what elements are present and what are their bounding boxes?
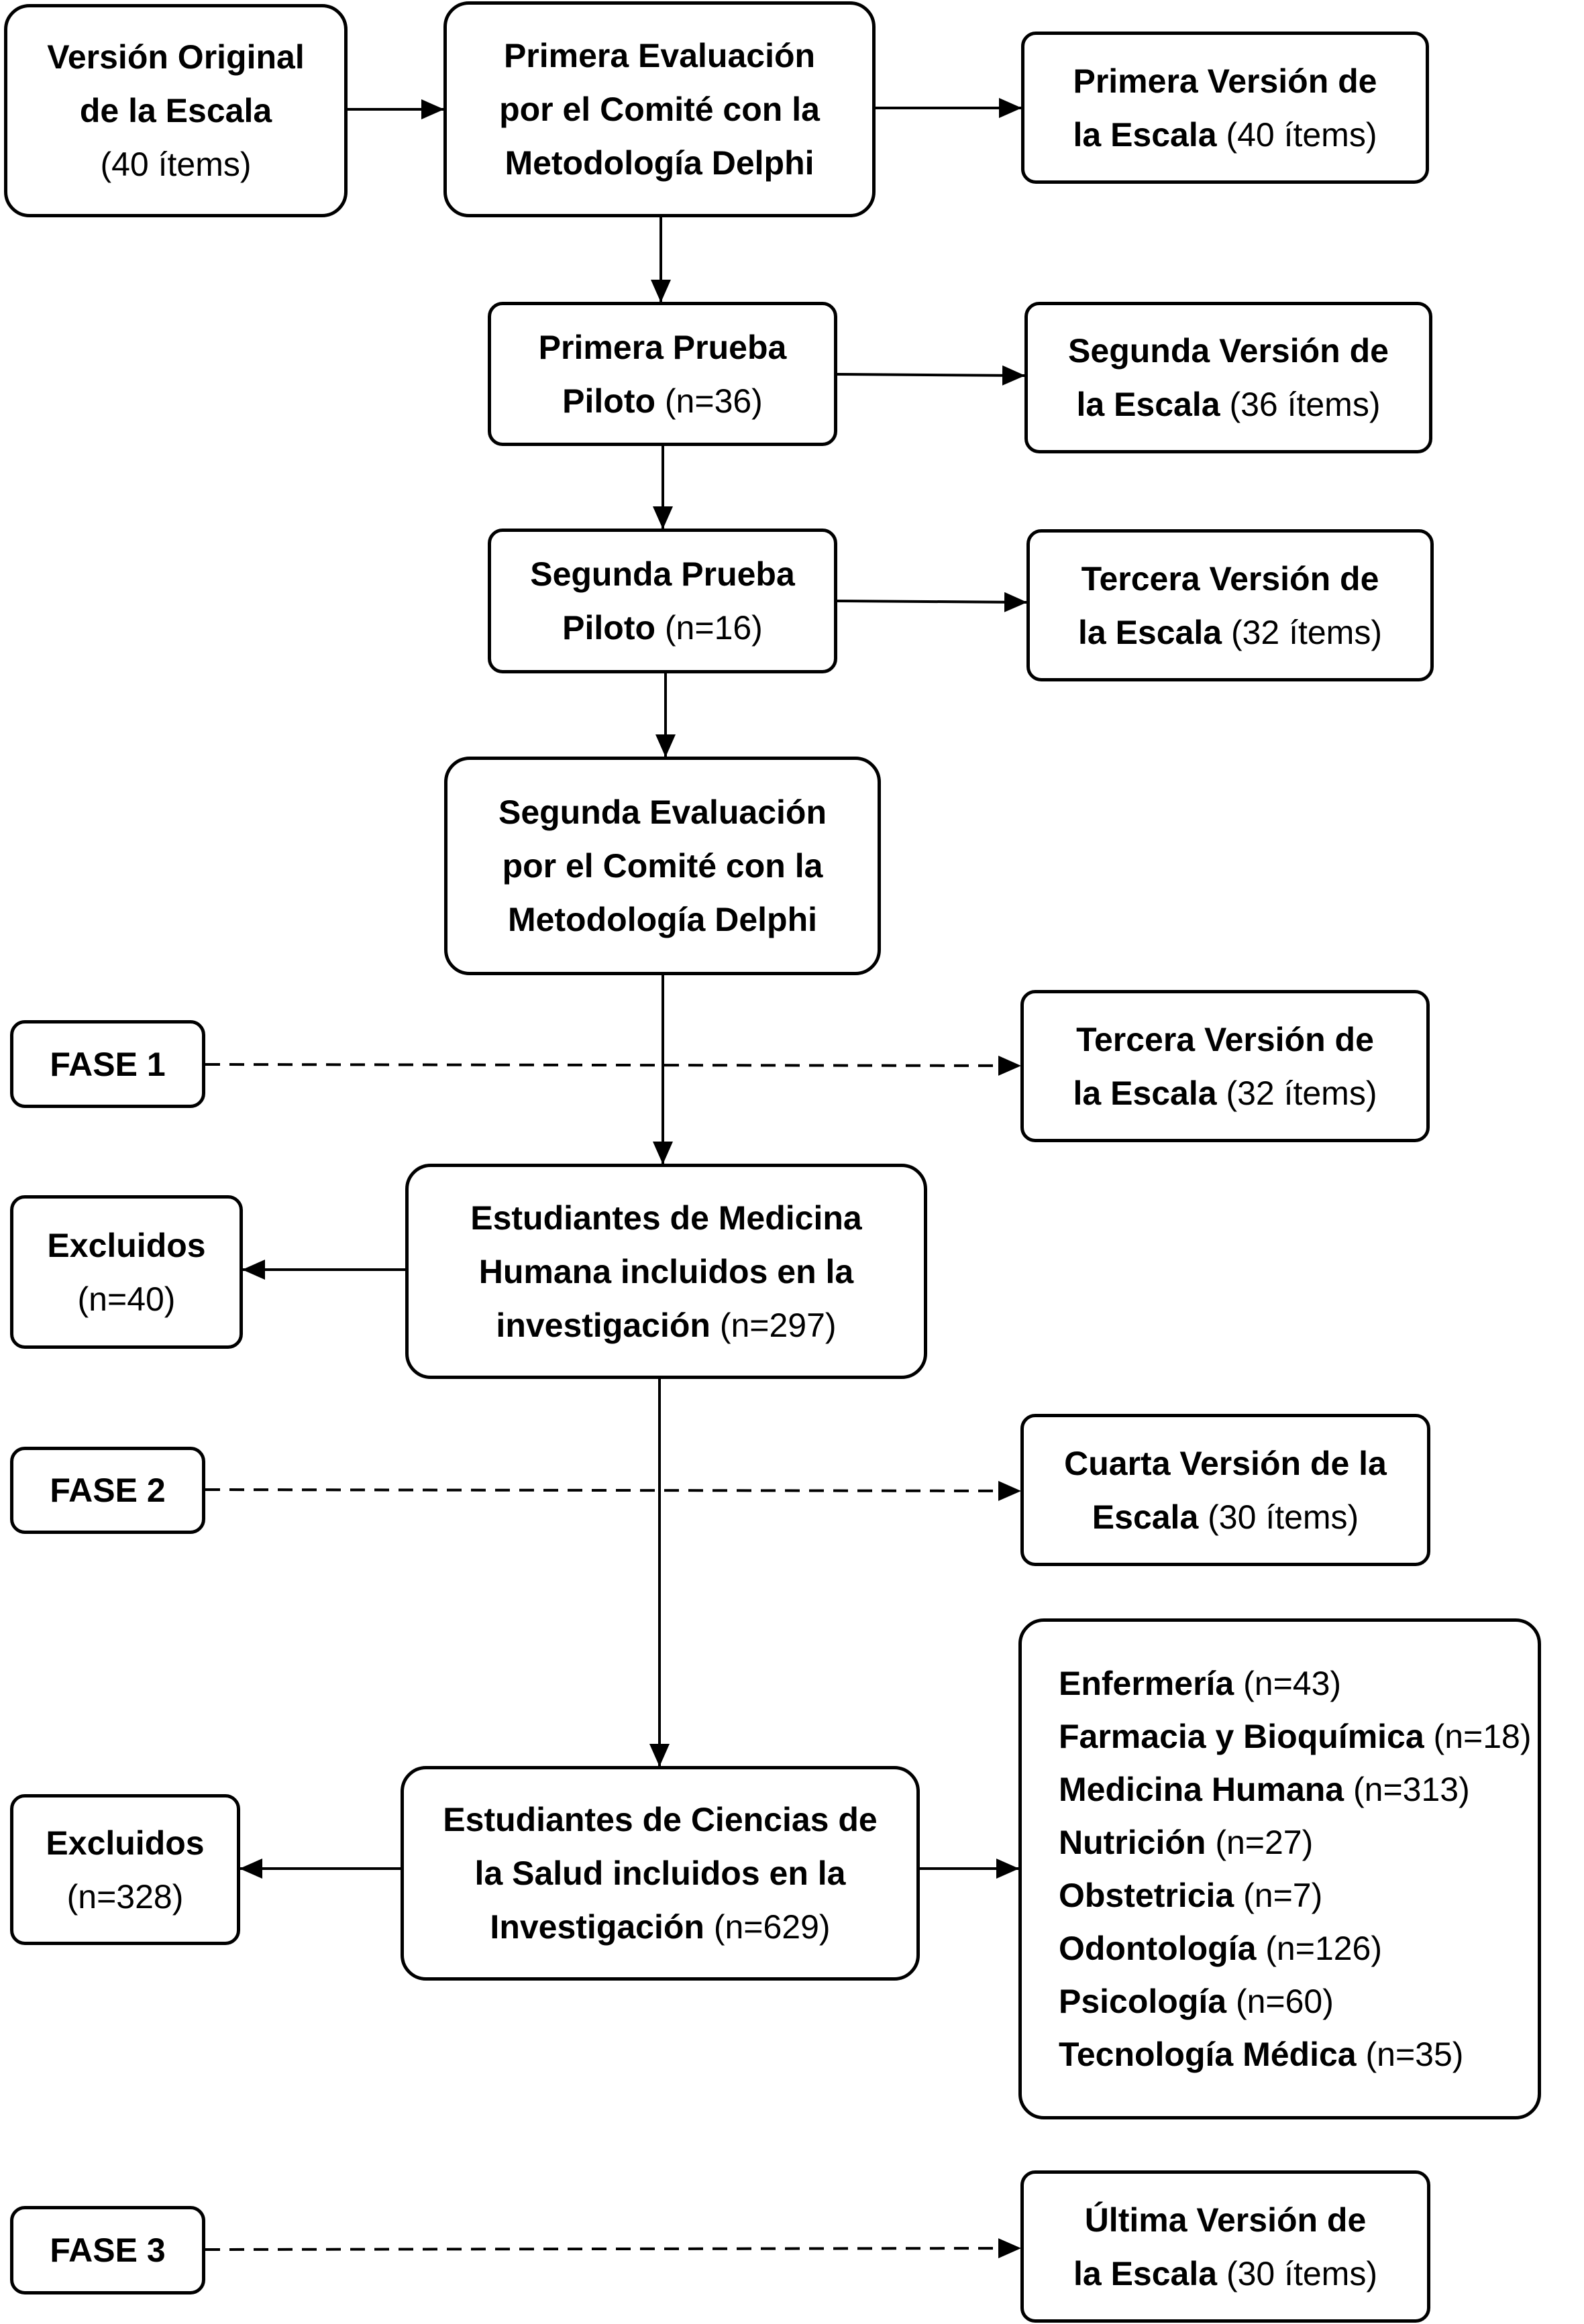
box-second-evaluation: Segunda Evaluación por el Comité con la … [444, 757, 881, 975]
career-item: Psicología (n=60) [1059, 1982, 1334, 2020]
box-first-version: Primera Versión de la Escala (40 ítems) [1021, 32, 1429, 184]
phase-1-label: FASE 1 [10, 1020, 205, 1108]
career-item: Odontología (n=126) [1059, 1929, 1383, 1967]
box-original-version: Versión Original de la Escala (40 ítems) [4, 4, 348, 217]
arrow-fase2-to-version4 [205, 1480, 1021, 1501]
career-item: Tecnología Médica (n=35) [1059, 2035, 1464, 2073]
phase-2-label: FASE 2 [10, 1447, 205, 1534]
phase-3-label: FASE 3 [10, 2206, 205, 2294]
box-final-version: Última Versión de la Escala (30 ítems) [1020, 2170, 1430, 2323]
box-careers-list: Enfermería (n=43) Farmacia y Bioquímica … [1018, 1618, 1541, 2119]
box-third-version-a: Tercera Versión de la Escala (32 ítems) [1026, 529, 1434, 681]
box-second-pilot: Segunda Prueba Piloto (n=16) [488, 529, 837, 673]
arrow-pilot1-to-version2 [837, 365, 1025, 386]
box-first-pilot: Primera Prueba Piloto (n=36) [488, 302, 837, 446]
box-third-version-b: Tercera Versión de la Escala (32 ítems) [1020, 990, 1430, 1142]
box-health-science-students: Estudiantes de Ciencias de la Salud incl… [401, 1766, 920, 1981]
box-first-evaluation: Primera Evaluación por el Comité con la … [443, 1, 876, 217]
career-item: Obstetricia (n=7) [1059, 1876, 1323, 1914]
box-second-version: Segunda Versión de la Escala (36 ítems) [1024, 302, 1432, 453]
career-item: Enfermería (n=43) [1059, 1664, 1342, 1702]
box-excluded-1: Excluidos (n=40) [10, 1195, 243, 1349]
box-medicine-students: Estudiantes de Medicina Humana incluidos… [405, 1164, 927, 1379]
box-fourth-version: Cuarta Versión de la Escala (30 ítems) [1020, 1414, 1430, 1566]
arrow-fase3-to-final [205, 2238, 1021, 2259]
arrow-pilot2-to-version3 [837, 592, 1027, 612]
box-excluded-2: Excluidos (n=328) [10, 1794, 240, 1945]
arrow-fase1-to-version3 [205, 1055, 1021, 1076]
career-item: Medicina Humana (n=313) [1059, 1770, 1470, 1808]
career-item: Farmacia y Bioquímica (n=18) [1059, 1717, 1532, 1755]
career-item: Nutrición (n=27) [1059, 1823, 1314, 1861]
